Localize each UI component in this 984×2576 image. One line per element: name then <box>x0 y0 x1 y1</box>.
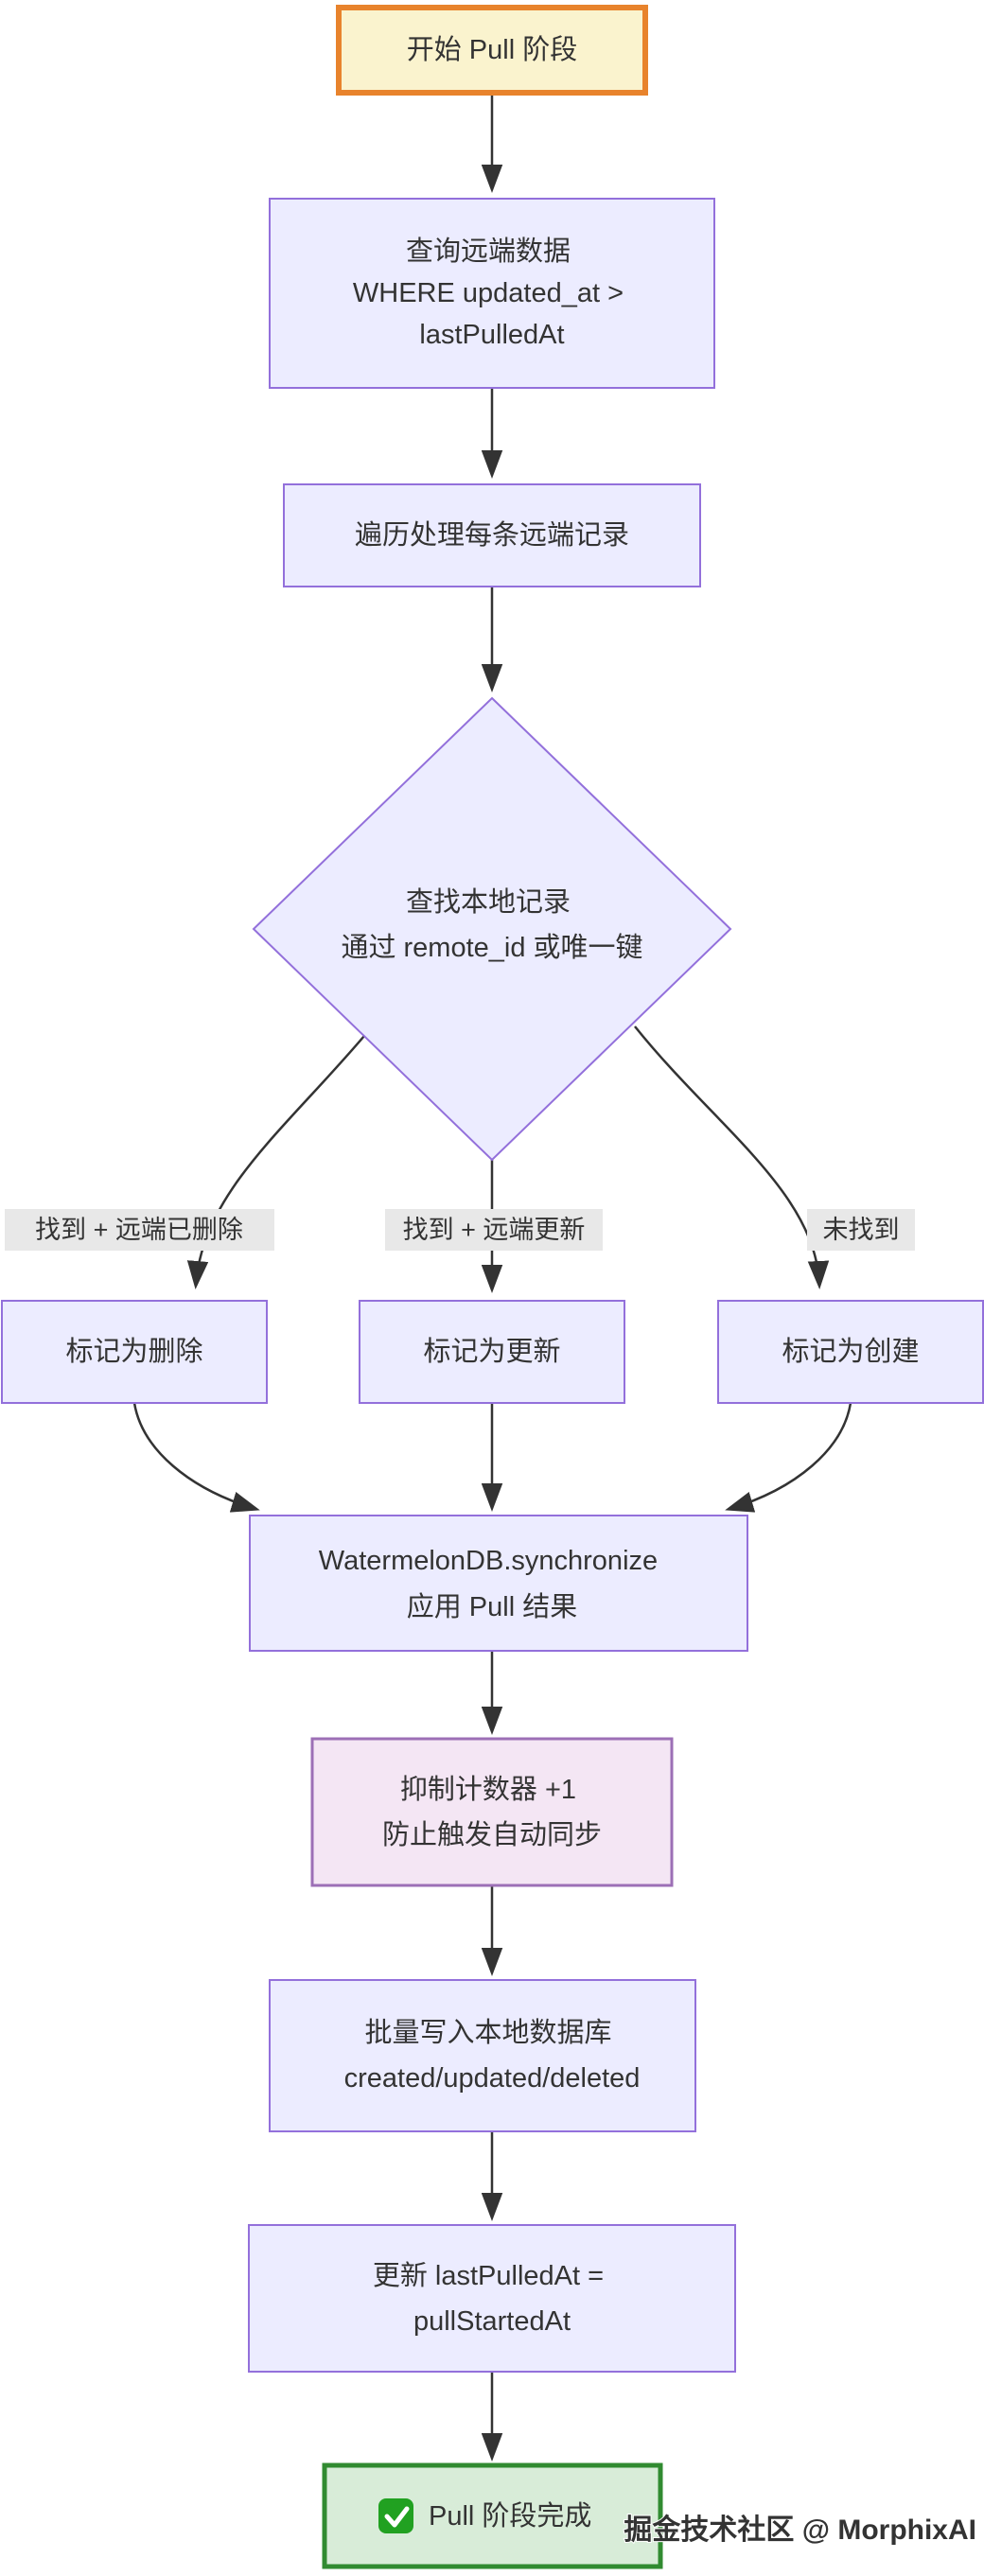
edge-label-text: 未找到 <box>823 1216 900 1244</box>
update-lastpulledat-label: 更新 lastPulledAt = pullStartedAt <box>373 2260 611 2337</box>
start-node-box <box>336 5 648 96</box>
edge-label-bg <box>807 1209 915 1251</box>
suppress-counter-label: 抑制计数器 +1 防止触发自动同步 <box>382 1774 602 1850</box>
update-lastpulledat-box <box>248 2224 736 2373</box>
check-mark-icon <box>378 2498 413 2533</box>
mark-create-label: 标记为创建 <box>782 1336 919 1367</box>
start-node-label: 开始 Pull 阶段 <box>407 34 577 65</box>
edge-mark-create-to-apply <box>725 1402 852 1513</box>
edge-label-not-found: 未找到 <box>807 1209 915 1251</box>
find-local-decision-diamond <box>252 696 732 1162</box>
edge-label-bg <box>5 1209 274 1251</box>
edge-label-text: 找到 + 远端更新 <box>403 1216 586 1244</box>
mark-update-box <box>359 1300 625 1404</box>
query-remote-box <box>269 198 715 389</box>
query-remote-node: 查询远端数据 WHERE updated_at > lastPulledAt <box>269 198 715 389</box>
suppress-counter-node: 抑制计数器 +1 防止触发自动同步 <box>310 1737 674 1887</box>
mark-update-node: 标记为更新 <box>359 1300 625 1404</box>
suppress-counter-box <box>310 1737 674 1887</box>
mark-create-box <box>717 1300 984 1404</box>
mark-delete-box <box>1 1300 268 1404</box>
apply-sync-label: WatermelonDB.synchronize 应用 Pull 结果 <box>319 1546 665 1622</box>
batch-write-node: 批量写入本地数据库 created/updated/deleted <box>269 1979 696 2132</box>
edge-label-bg <box>385 1209 603 1251</box>
find-local-decision-label: 查找本地记录 通过 remote_id 或唯一键 <box>341 886 642 963</box>
batch-write-box <box>269 1979 696 2132</box>
iterate-records-box <box>283 483 701 587</box>
start-node: 开始 Pull 阶段 <box>336 5 648 96</box>
mark-delete-node: 标记为删除 <box>1 1300 268 1404</box>
mark-create-node: 标记为创建 <box>717 1300 984 1404</box>
edge-mark-delete-to-apply <box>132 1402 260 1513</box>
apply-sync-box <box>249 1515 748 1652</box>
mark-update-label: 标记为更新 <box>423 1336 560 1367</box>
edge-label-found-updated: 找到 + 远端更新 <box>385 1209 603 1251</box>
apply-sync-node: WatermelonDB.synchronize 应用 Pull 结果 <box>249 1515 748 1652</box>
edge-label-text: 找到 + 远端已删除 <box>35 1216 243 1244</box>
query-remote-label: 查询远端数据 WHERE updated_at > lastPulledAt <box>353 236 631 350</box>
mark-delete-label: 标记为删除 <box>65 1336 202 1367</box>
end-node-label: Pull 阶段完成 <box>429 2500 591 2532</box>
edge-label-found-deleted: 找到 + 远端已删除 <box>5 1209 274 1251</box>
end-node: Pull 阶段完成 <box>322 2462 663 2569</box>
batch-write-label: 批量写入本地数据库 created/updated/deleted <box>344 2017 641 2094</box>
check-mark-icon-stroke <box>384 2506 410 2528</box>
watermark: 掘金技术社区 @ MorphixAI <box>624 2514 976 2546</box>
edge-decision-to-mark-create <box>634 1025 830 1289</box>
find-local-decision-node: 查找本地记录 通过 remote_id 或唯一键 <box>252 696 732 1162</box>
iterate-records-node: 遍历处理每条远端记录 <box>283 483 701 587</box>
iterate-records-label: 遍历处理每条远端记录 <box>355 519 629 551</box>
update-lastpulledat-node: 更新 lastPulledAt = pullStartedAt <box>248 2224 736 2373</box>
